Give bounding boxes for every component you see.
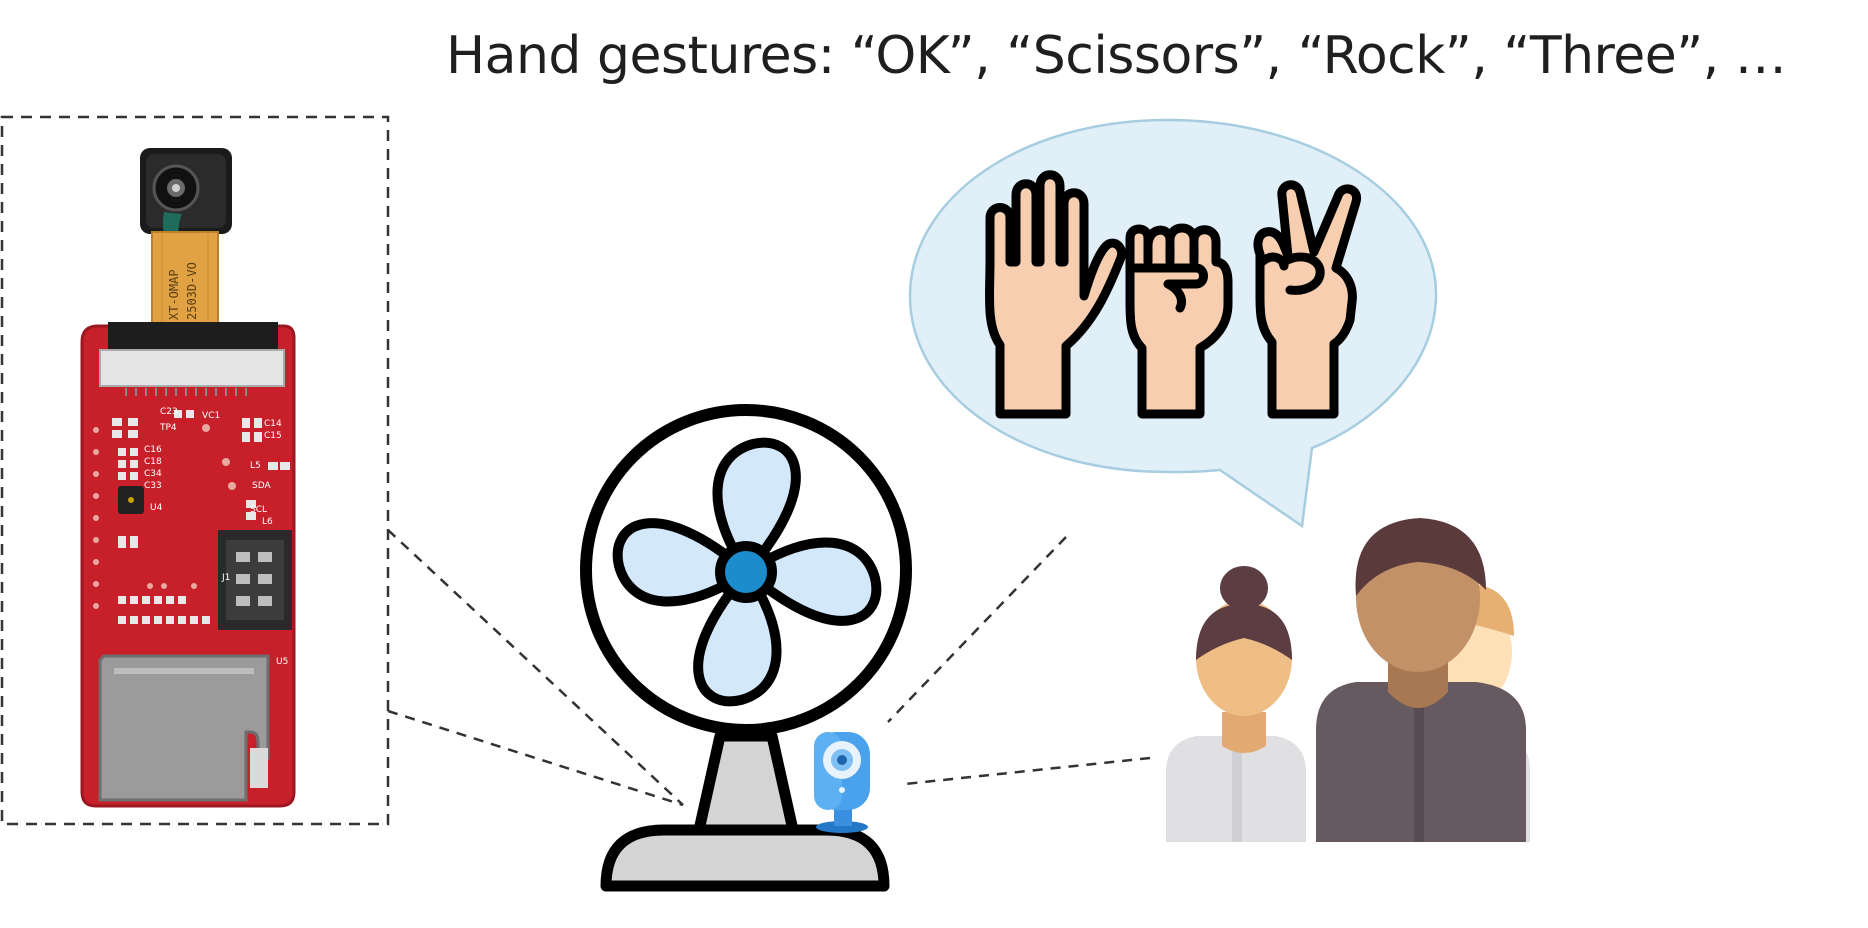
silk-c15: C15 [264,431,282,441]
desk-fan-icon [580,404,912,892]
silk-l5: L5 [250,461,261,471]
silk-tp4: TP4 [159,423,177,433]
board-dashed-frame [0,115,390,826]
line-board-bottom-to-fan [387,709,684,807]
silk-c33: C33 [144,481,162,491]
silk-u5: U5 [276,657,288,667]
open-palm-icon [984,170,1126,419]
silk-c23: C23 [160,407,178,417]
silk-scl: SCL [250,505,267,515]
person-center [1316,518,1526,842]
silk-vc1: VC1 [202,411,220,421]
group-of-people-icon [1166,518,1530,842]
silk-c18: C18 [144,457,162,467]
fist-icon [1125,223,1233,419]
person-left [1166,566,1306,842]
silk-sda: SDA [252,481,271,491]
security-camera-icon [814,732,870,833]
flex-cable: XT-OMAP 2503D-VO [151,231,219,325]
speech-bubble [908,118,1438,529]
page-title: Hand gestures: “OK”, “Scissors”, “Rock”,… [446,26,1787,86]
flex-text-2: 2503D-VO [185,262,199,320]
silk-j1: J1 [221,573,230,583]
silk-c16: C16 [144,445,162,455]
victory-hand-icon [1253,180,1362,419]
line-bubble-to-camera [887,536,1067,723]
connector-lines [387,529,1151,807]
pcb-board: VC1 C14 C15 C16 C18 C34 C33 L5 SDA SCL L… [80,322,296,808]
silk-c34: C34 [144,469,162,479]
silk-c14: C14 [264,419,282,429]
flex-text-1: XT-OMAP [167,269,181,320]
line-board-top-to-fan [387,529,684,806]
line-people-to-camera [904,756,1151,786]
camera-lens [140,148,232,248]
camera-board-group: XT-OMAP 2503D-VO [0,115,390,826]
silk-u4: U4 [150,503,163,513]
silk-l6: L6 [262,517,273,527]
